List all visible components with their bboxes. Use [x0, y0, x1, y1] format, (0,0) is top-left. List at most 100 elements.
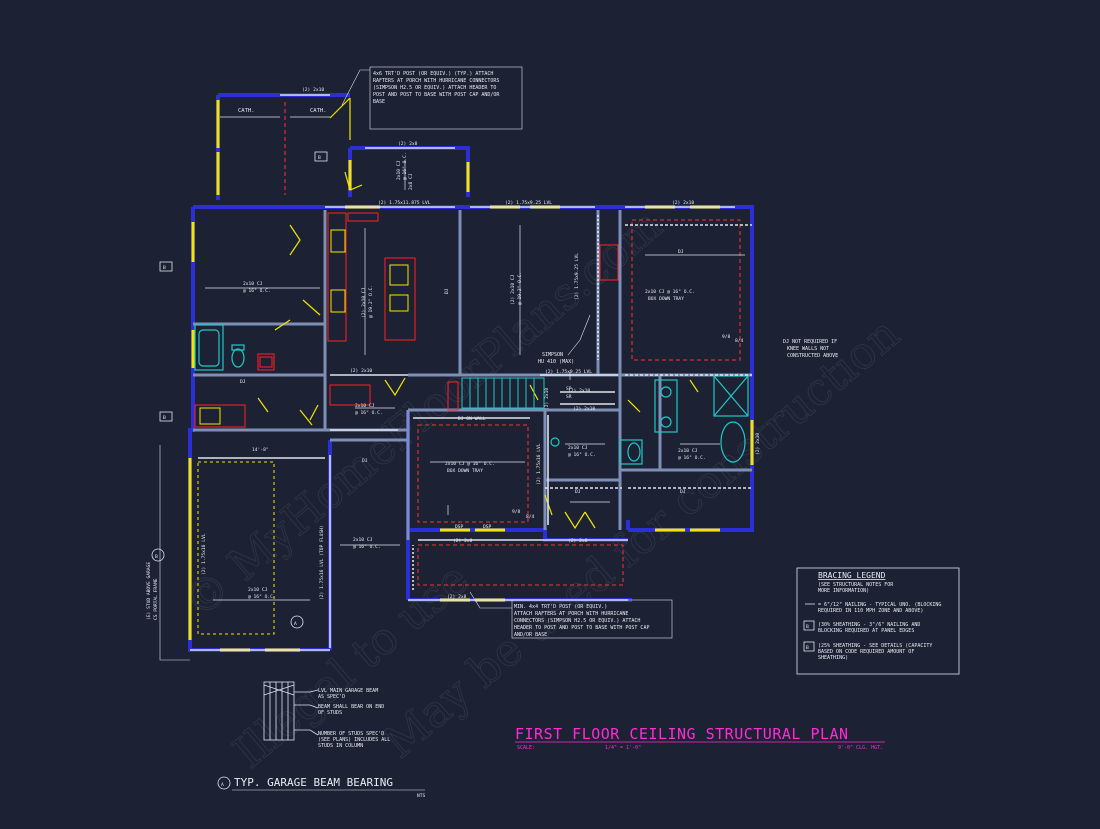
top-post-callout: 4x6 TRT'D POST (OR EQUIV.) (TYP.) ATTACH…: [369, 66, 523, 130]
cj-5b: BOX DOWN TRAY: [447, 468, 483, 474]
legend-subtitle-1: (SEE STRUCTURAL NOTES FOR: [818, 582, 894, 588]
cj-10b: @ 16" O.C.: [248, 594, 276, 600]
cj-10a: 2x10 CJ: [248, 587, 268, 593]
bracing-marker-2: B: [163, 415, 166, 421]
joist-direction-lines: [205, 116, 745, 601]
detail-note-2-line-2: OF STUDS: [318, 710, 342, 716]
cj-9a: 2x10 CJ: [353, 537, 373, 543]
legend-item-2-marker: B: [806, 624, 809, 630]
dj-label-1: DJ: [240, 379, 246, 385]
cj-5a: 2x10 CJ @ 16" O.C.: [445, 461, 495, 467]
beam-lvl-2: (2) 1.75x9.25 LVL: [505, 200, 552, 206]
tray-outlines: [284, 102, 741, 586]
bracing-marker-4: B: [155, 554, 158, 560]
dj-label-2: DJ: [362, 458, 368, 464]
kitchen-cabinets: [194, 212, 619, 428]
header-2x10-d: (2) 2x10: [573, 406, 595, 412]
sheet-scale-label: SCALE:: [517, 745, 535, 751]
cj-1a: 2x10 CJ: [243, 281, 263, 287]
legend-item-3-line-2: BASED ON CODE REQUIRED AMOUNT OF: [818, 649, 914, 655]
bath-fixtures: [194, 324, 749, 465]
cj-8b: @ 16" O.C.: [678, 455, 706, 461]
detail-note-1-line-2: AS SPEC'D: [318, 694, 345, 700]
top-post-line-3: (SIMPSON H2.5 OR EQUIV.) ATTACH HEADER T…: [373, 85, 496, 91]
beam-lvl-1: (2) 1.75x11.875 LVL: [378, 200, 431, 206]
dj-on-wall: DJ ON WALL: [458, 416, 486, 422]
porch-cj: 2x8 CJ: [408, 173, 414, 190]
sheet-title-main: FIRST FLOOR CEILING STRUCTURAL PLAN: [515, 725, 849, 743]
cj-6a: 2x10 CJ: [355, 403, 375, 409]
legend-item-3-marker: B: [806, 645, 809, 651]
dj-label-5: DJ: [680, 489, 686, 495]
top-post-line-1: 4x6 TRT'D POST (OR EQUIV.) (TYP.) ATTACH: [373, 71, 493, 77]
detail-note-3-line-3: STUDS IN COLUMN: [318, 743, 363, 749]
beam-lvl-4: (2) 1.75x9.25 LVL: [545, 369, 592, 375]
bottom-post-callout: MIN. 4x4 TRT'D POST (OR EQUIV.) ATTACH R…: [511, 599, 673, 639]
cj-1b: @ 16" O.C.: [243, 288, 271, 294]
top-post-line-4: POST AND POST TO BASE WITH POST CAP AND/…: [373, 92, 500, 98]
detail-title: TYP. GARAGE BEAM BEARING: [234, 776, 393, 789]
garage-lvl-3: (2) 1.75x16 LVL: [536, 443, 542, 485]
ratio-2: 8/4: [735, 338, 744, 344]
dj-note: DJ NOT REQUIRED IF KNEE WALLS NOT CONSTR…: [783, 339, 838, 359]
bracing-markers: B B B B A: [151, 151, 328, 629]
bottom-post-line-1: MIN. 4x4 TRT'D POST (OR EQUIV.): [514, 604, 607, 610]
legend-item-2-line-1: (30% SHEATHING - 3"/6" NAILING AND: [818, 622, 920, 628]
cj-9b: @ 16" O.C.: [353, 544, 381, 550]
cj-7b: @ 16" O.C.: [568, 452, 596, 458]
garage-lvl-1: (2) 1.75x16 LVL: [201, 533, 207, 575]
header-2x8-c: (2) 2x8: [447, 594, 467, 600]
dj-note-line-3: CONSTRUCTED ABOVE: [787, 353, 838, 359]
sheet-ceiling-height: 9'-0" CLG. HGT.: [838, 745, 883, 751]
bracing-marker-3: B: [318, 155, 321, 161]
cj-6b: @ 16" O.C.: [355, 410, 383, 416]
header-2x8-b: (2) 2x8: [568, 538, 588, 544]
cj-8a: 2x10 CJ: [678, 448, 698, 454]
legend-item-1-line-1: = 6"/12" NAILING - TYPICAL UNO. (BLOCKIN…: [818, 602, 941, 608]
dj-label-4: DJ: [575, 489, 581, 495]
bracing-legend: BRACING LEGEND (SEE STRUCTURAL NOTES FOR…: [796, 567, 960, 675]
beam-lvl-3: (2) 1.75x9.25 LVL: [574, 253, 580, 300]
stair-sp: SP: [566, 386, 572, 392]
bottom-post-line-4: HEADER TO POST AND POST TO BASE WITH POS…: [514, 625, 649, 631]
top-post-line-5: BASE: [373, 99, 385, 105]
cj-4a: 2x10 CJ @ 16" O.C.: [645, 289, 695, 295]
cj-3b: @ 19.2" O.C.: [517, 272, 523, 305]
cj-11b: @ 16" O.C.: [402, 152, 408, 180]
header-2x10-c: (2) 2x10: [568, 388, 590, 394]
dsp-2: DSP: [483, 524, 492, 530]
cj-7a: 2x10 CJ: [568, 445, 588, 451]
stair-sr: SR: [566, 394, 572, 400]
legend-title: BRACING LEGEND: [818, 571, 886, 580]
bracing-marker-1: B: [163, 265, 166, 271]
detail-note-1-line-1: LVL MAIN GARAGE BEAM: [318, 688, 378, 694]
header-2x10-b: (2) 2x10: [350, 368, 372, 374]
beam-bearing-detail: LVL MAIN GARAGE BEAM AS SPEC'D BEAM SHAL…: [217, 681, 426, 799]
dj-label-3: DJ: [678, 249, 684, 255]
sheet-scale-value: 1/4" = 1'-0": [605, 745, 641, 751]
grid-marker-a: A: [294, 621, 297, 627]
dj-note-line-1: DJ NOT REQUIRED IF: [783, 339, 837, 345]
dj-note-line-2: KNEE WALLS NOT: [787, 346, 829, 352]
bottom-post-line-3: CONNECTORS (SIMPSON H2.5 OR EQUIV.) ATTA…: [514, 618, 640, 624]
garage-dimension: 14'-8": [252, 447, 269, 453]
garage-lvl-2: (2) 1.75x16 LVL (TOP FLUSH): [319, 525, 325, 600]
ratio-3: 9/8: [512, 509, 521, 515]
porch-header: (2) 2x8: [398, 141, 418, 147]
plan-labels: CATH. CATH. (2) 2x10 (2) 2x8 2x8 CJ (2) …: [201, 87, 761, 600]
detail-note-3-line-2: (SEE PLANS) INCLUDES ALL: [318, 737, 390, 743]
cj-3a: (2) 2x10 CJ: [510, 274, 516, 305]
legend-item-2-line-2: BLOCKING REQUIRED AT PANEL EDGES: [818, 628, 914, 634]
portal-note-2: CS PORTAL FRAME: [153, 578, 159, 620]
cath-label-2: CATH.: [310, 108, 327, 114]
legend-item-3-line-3: SHEATHING): [818, 655, 848, 661]
legend-item-1-line-2: REQUIRED IN 110 MPH ZONE AND ABOVE): [818, 608, 923, 614]
ratio-1: 9/8: [722, 334, 731, 340]
header-2x8-a: (2) 2x8: [453, 538, 473, 544]
porch-top-header: (2) 2x10: [302, 87, 324, 93]
legend-subtitle-2: MORE INFORMATION): [818, 588, 869, 594]
framing-members: [190, 94, 752, 651]
header-2x10-a: (2) 2x10: [672, 200, 694, 206]
